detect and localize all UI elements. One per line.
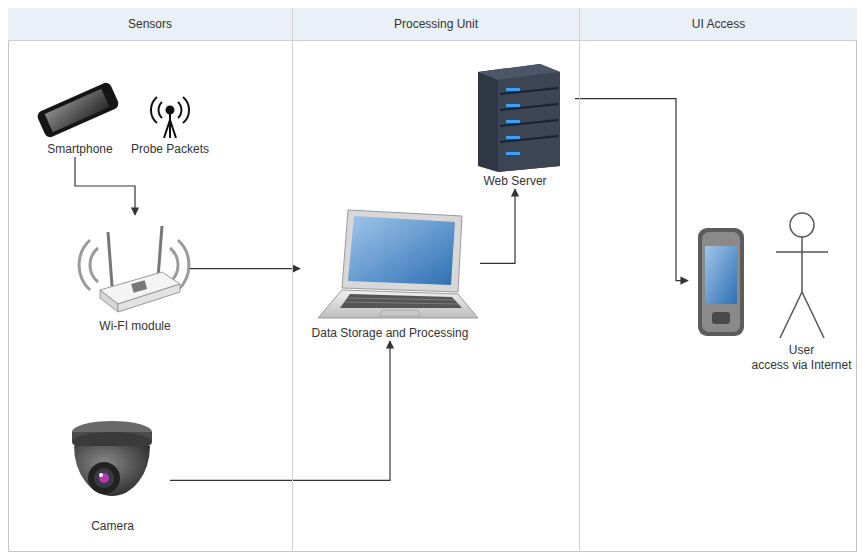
icon-caption: access via Internet [745,358,858,373]
icon-caption: Data Storage and Processing [300,326,480,341]
smartphone-icon [36,81,120,139]
icon-caption: Web Server [455,174,575,189]
lane-header: Processing Unit [293,8,579,41]
connector [190,268,300,269]
icon-node: Useraccess via Internet [688,205,858,373]
connector [75,157,135,215]
icon-caption: Smartphone [30,142,130,157]
lane-header: UI Access [580,8,857,41]
swimlane: UI AccessUseraccess via Internet [580,8,857,552]
router-icon [79,226,189,312]
mobile-icon [698,228,744,336]
laptop-icon [318,210,478,318]
icon-node: Web Server [455,60,575,189]
icon-caption: Probe Packets [125,142,215,157]
connector [170,341,390,480]
icon-node: Probe Packets [125,92,215,157]
icon-caption: Wi-FI module [80,319,190,334]
connector [575,99,688,281]
icon-node: Data Storage and Processing [300,200,480,341]
camera-icon [72,421,152,496]
lane-header: Sensors [8,8,292,41]
swimlane: Processing UnitWeb ServerData Storage an… [293,8,580,552]
user-figure [776,213,828,338]
server-icon [478,64,560,172]
icon-node: Wi-FI module [80,215,190,334]
icon-caption: Camera [55,519,170,534]
connector [480,189,515,263]
icon-caption: User [745,343,858,358]
icon-node: Camera [55,415,170,534]
swimlane: SensorsSmartphoneProbe PacketsWi-FI modu… [8,8,293,552]
icon-node: Smartphone [30,78,130,157]
antenna-icon [151,97,189,138]
